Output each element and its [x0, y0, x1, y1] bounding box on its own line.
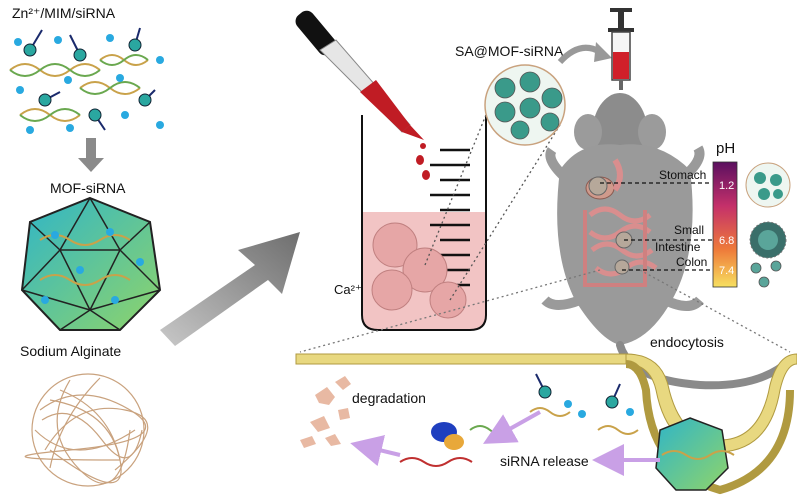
- zoom-lines-intestine: [299, 269, 791, 353]
- colon-label: Colon: [676, 255, 707, 269]
- sa-mof-label: SA@MOF-siRNA: [455, 43, 564, 59]
- intestine-label: Intestine: [655, 240, 701, 254]
- stomach-label: Stomach: [659, 168, 706, 182]
- sirna-release-label: siRNA release: [500, 453, 589, 469]
- down-arrow-1: [78, 138, 104, 172]
- process-arrow: [160, 232, 300, 346]
- alginate-ball: [24, 373, 149, 487]
- endocytosis-label: endocytosis: [650, 334, 724, 350]
- ph-stomach-value: 1.2: [719, 180, 734, 192]
- ph-guide-lines: [600, 182, 712, 271]
- bead-intact: [745, 162, 791, 208]
- syringe-icon: [608, 8, 634, 90]
- bead-released: [750, 260, 782, 288]
- ribosome-icon: [399, 422, 511, 467]
- ph-title: pH: [716, 140, 735, 157]
- blood-drops: [416, 155, 430, 180]
- released-clusters: [535, 373, 621, 409]
- ph-colon-value: 7.4: [719, 265, 734, 277]
- bead-swollen: [749, 221, 787, 259]
- ph-intestine-value: 6.8: [719, 235, 734, 247]
- released-zn-ions: [564, 400, 634, 418]
- purple-arrows: [350, 410, 660, 476]
- calcium-label: Ca²⁺: [334, 282, 362, 297]
- mouse-icon: [541, 93, 794, 390]
- released-sirna: [529, 407, 639, 435]
- precursor-mixture: [9, 27, 164, 134]
- mof-icosahedron: [20, 196, 162, 331]
- zoom-lines-beaker: [424, 104, 561, 301]
- sa-mof-bead: [484, 64, 566, 146]
- alginate-label: Sodium Alginate: [20, 343, 121, 359]
- degradation-label: degradation: [352, 390, 426, 406]
- precursors-label: Zn²⁺/MIM/siRNA: [12, 5, 116, 21]
- beaker-icon: [361, 115, 487, 331]
- dropper-icon: [295, 10, 426, 149]
- endosome-mof: [655, 417, 735, 491]
- ph-gradient-bar: [712, 161, 738, 288]
- small-label: Small: [674, 223, 704, 237]
- curved-arrow-to-syringe: [557, 44, 602, 65]
- degradation-fragments: [300, 376, 351, 448]
- mof-label: MOF-siRNA: [50, 180, 126, 196]
